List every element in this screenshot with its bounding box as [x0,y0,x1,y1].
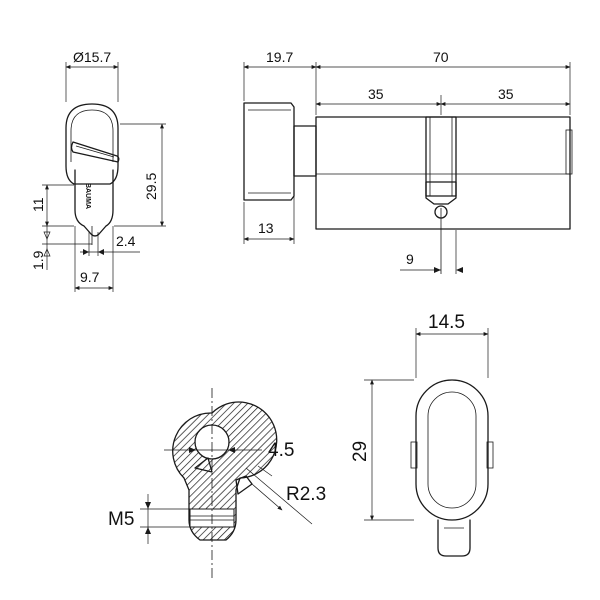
dim-11-label: 11 [30,197,46,212]
dim-arrow [189,447,196,453]
front-knob-outline [65,103,119,185]
dim-arrow [43,248,51,257]
side-knob [243,102,295,201]
dim-arrow [43,231,51,240]
dim-arrow [434,267,441,273]
knob-inner [427,391,477,509]
dim-knob-height-label: 29 [350,441,371,462]
dim-19-label: 1.9 [30,250,46,270]
knob-tab [486,441,494,469]
dim-knob-dia-label: 13 [258,220,274,236]
knob-outer [415,379,489,521]
dim-arrow [456,267,463,273]
front-brand: BAUMA [84,183,91,209]
dim-radius-label: R2.3 [286,484,326,505]
dim-knob-width-label: 14.5 [428,312,465,333]
dim-arrow [145,502,151,509]
dim-half-right-label: 35 [498,86,514,102]
dim-arrow [83,249,89,255]
dim-total-label: 70 [433,49,449,65]
dim-leader [257,465,273,477]
side-cam [425,181,457,205]
section-hatch [172,401,278,541]
dim-arrow [228,447,235,453]
dim-knob-label: 19.7 [266,49,293,65]
dim-cam-label: 9 [406,251,414,267]
knob-stem [437,519,471,557]
front-slot-line [75,145,115,158]
dim-leader [251,483,283,511]
side-view: 19.7 70 35 35 13 9 [243,49,573,274]
dim-leader [245,467,313,525]
front-slot [70,141,120,163]
front-profile-body [74,169,114,237]
side-body [315,116,571,230]
dim-thread-label: M5 [108,509,134,530]
dim-45-label: 4.5 [268,440,294,461]
side-cam-slot [425,116,457,197]
knob-view: 14.5 29 [350,312,494,557]
front-view: BAUMA Ø15.7 29.5 11 1.9 2.4 9.7 [30,49,166,292]
dim-arrow [98,249,104,255]
dim-half-left-label: 35 [368,86,384,102]
side-end-cap [565,129,573,175]
section-view: 4.5 R2.3 M5 [108,388,326,578]
dim-arrow [145,527,151,534]
front-knob-rim [70,109,114,162]
section-notch [194,457,213,473]
knob-tab [410,441,418,469]
side-shaft [293,125,317,177]
dim-24-label: 2.4 [116,233,136,249]
dim-97-label: 9.7 [80,269,100,285]
section-channel [235,475,253,495]
dim-diameter-label: Ø15.7 [73,49,111,65]
dim-height-label: 29.5 [143,173,159,200]
